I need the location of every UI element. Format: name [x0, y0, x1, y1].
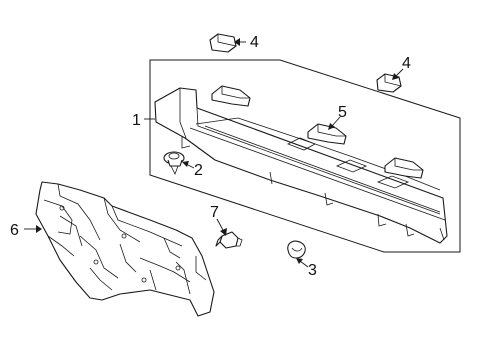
callout-1: 1: [132, 112, 141, 129]
part-5-clip-center: [307, 123, 347, 145]
part-3-plug: [287, 240, 306, 259]
part-6-dash-panel: [35, 181, 215, 317]
callout-4-right: 4: [402, 55, 411, 72]
callout-7: 7: [210, 204, 219, 221]
callout-5: 5: [338, 104, 347, 121]
callout-6: 6: [10, 222, 19, 239]
part-1-carrier-beam: [154, 87, 448, 244]
part-2-push-fastener: [163, 151, 185, 175]
part-5-clip-right: [384, 157, 424, 179]
part-7-bolt: [215, 231, 243, 249]
callout-4-left: 4: [250, 34, 259, 51]
callout-3: 3: [308, 262, 317, 279]
part-5-clip-top-left: [211, 85, 251, 107]
leader-lines: [24, 38, 404, 268]
callout-2: 2: [194, 162, 203, 179]
part-4-clip-left: [209, 33, 237, 53]
assembly-frame: [149, 59, 461, 253]
